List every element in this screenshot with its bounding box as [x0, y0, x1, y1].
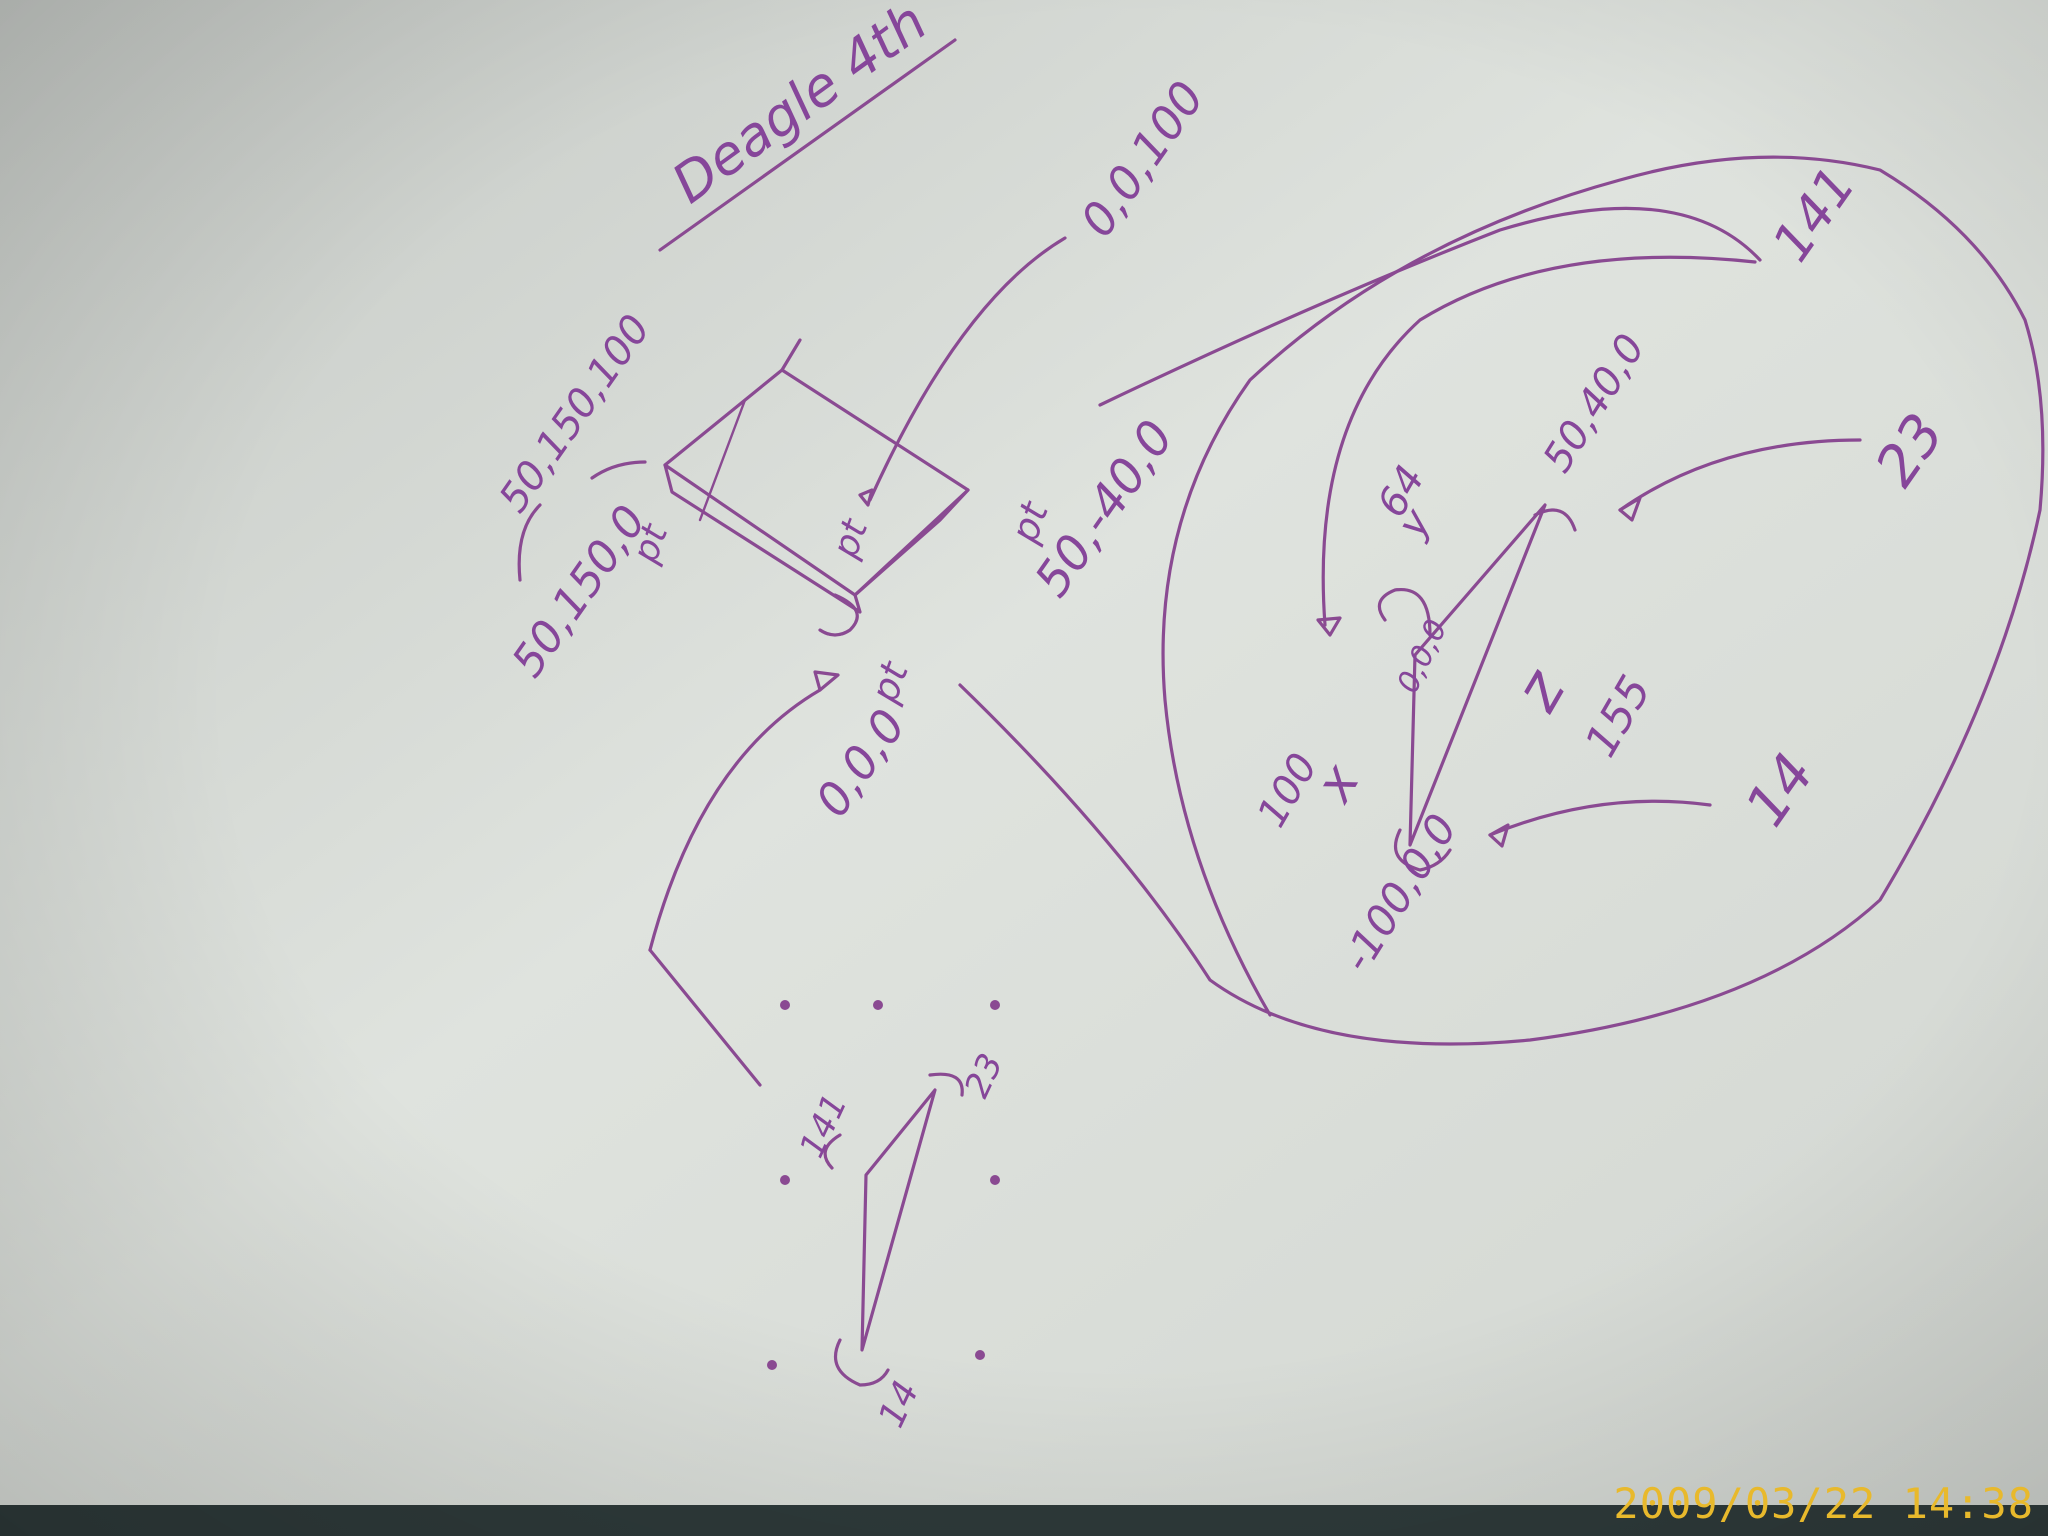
- title-underline: [658, 38, 957, 252]
- triangle-diagram: [1377, 438, 1862, 872]
- box-diagram: [517, 236, 1067, 1087]
- small-triangle-sketch: [767, 1000, 1000, 1387]
- origin-hook: [818, 593, 859, 637]
- arrow-141: [1321, 255, 1757, 627]
- zoom-enclosure: [958, 155, 2045, 1046]
- camera-timestamp: 2009/03/22 14:38: [1613, 1479, 2034, 1528]
- arrow-to-corner: [590, 460, 647, 480]
- zoom-connector: [1098, 206, 1762, 407]
- arrow-bottom-left: [517, 503, 542, 582]
- arrow-from-back: [868, 236, 1067, 502]
- arrow-origin: [648, 688, 822, 952]
